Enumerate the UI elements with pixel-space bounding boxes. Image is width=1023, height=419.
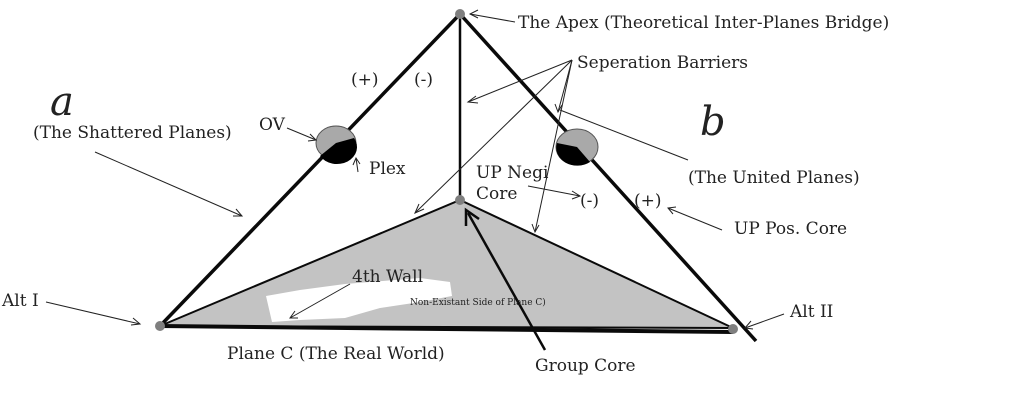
plane-c-label: Plane C (The Real World): [227, 344, 445, 364]
group-core-arrow: [464, 207, 547, 351]
fourth-wall-patch: [266, 278, 452, 322]
ov-label: OV: [259, 115, 286, 135]
up-negi-label-line2: Core: [476, 184, 517, 204]
outer-left-edge: [158, 12, 462, 328]
up-negi-label-line1: UP Negi: [476, 163, 549, 183]
outer-base-edge: [159, 324, 734, 334]
alt-1-node: [155, 321, 165, 331]
ov-marker: [315, 125, 358, 165]
outer-right-edge: [458, 12, 758, 343]
alt-1-label: Alt I: [1, 291, 39, 311]
letter-b: b: [700, 99, 726, 145]
right-plus-label: (+): [634, 191, 662, 211]
right-minus-label: (-): [580, 191, 599, 211]
left-minus-label: (-): [414, 70, 433, 90]
left-plus-label: (+): [351, 70, 379, 90]
shattered-planes-label: (The Shattered Planes): [33, 123, 232, 143]
fourth-wall-label: 4th Wall: [352, 267, 423, 287]
group-core-node: [455, 195, 465, 205]
right-core-marker: [555, 128, 599, 166]
non-existant-side-label: Non-Existant Side of Plane C): [410, 297, 546, 308]
apex-label: The Apex (Theoretical Inter-Planes Bridg…: [518, 13, 889, 33]
alt-2-node: [728, 324, 738, 334]
letter-a: a: [50, 79, 74, 125]
apex-node: [455, 9, 465, 19]
annotation-arrows: [45, 9, 785, 330]
separation-barriers-label: Seperation Barriers: [577, 53, 748, 73]
plex-label: Plex: [369, 159, 406, 179]
alt-2-label: Alt II: [789, 302, 833, 322]
group-core-label: Group Core: [535, 356, 636, 376]
up-pos-core-label: UP Pos. Core: [734, 219, 847, 239]
united-planes-label: (The United Planes): [688, 168, 860, 188]
